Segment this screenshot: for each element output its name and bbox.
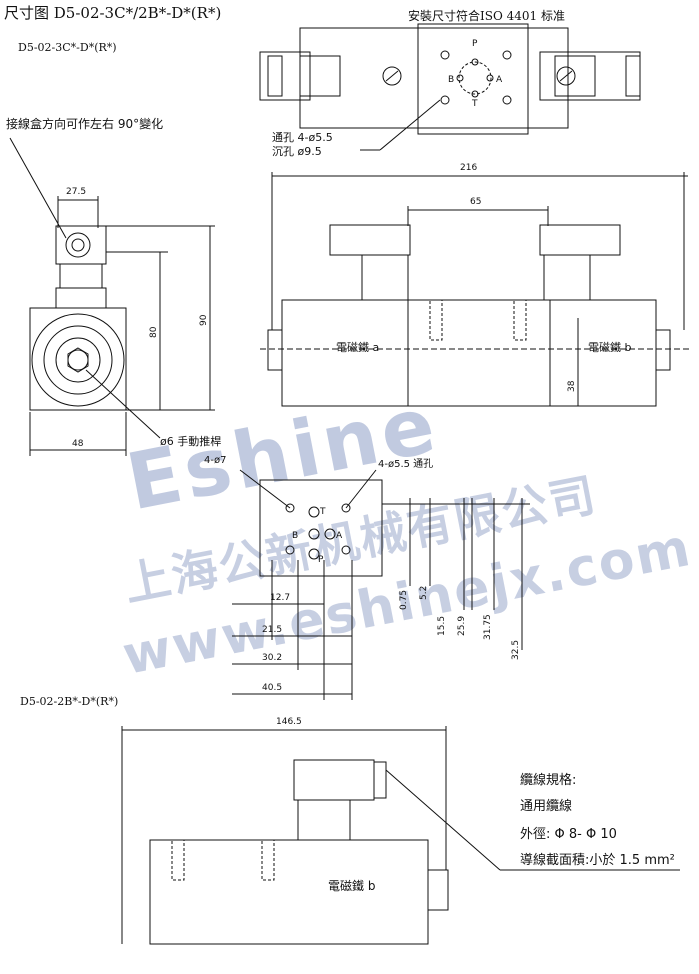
port-pattern xyxy=(232,469,530,700)
dim-65: 65 xyxy=(470,197,482,207)
side-view xyxy=(9,137,215,456)
junction-box-note: 接線盒方向可作左右 90°變化 xyxy=(6,117,164,131)
base-holes-note: 4-ø7 xyxy=(204,455,227,466)
dim-40-5: 40.5 xyxy=(262,683,283,693)
dim-80: 80 xyxy=(149,326,159,338)
cable-spec-title: 纜線規格: xyxy=(520,773,577,788)
dim-21-5: 21.5 xyxy=(262,625,283,635)
top-view xyxy=(259,23,641,151)
cable-spec-type: 通用纜線 xyxy=(520,799,573,814)
model-3c-label: D5-02-3C*-D*(R*) xyxy=(18,41,117,54)
cable-spec-outer-dia: 外徑: Φ 8- Φ 10 xyxy=(520,827,617,842)
port-b-base: B xyxy=(292,531,299,541)
dim-12-7: 12.7 xyxy=(270,593,291,603)
port-b-top: B xyxy=(448,75,455,85)
page-title: 尺寸图 D5-02-3C*/2B*-D*(R*) xyxy=(4,4,222,22)
dim-27-5: 27.5 xyxy=(66,187,87,197)
port-t-base: T xyxy=(320,507,326,517)
port-t-top: T xyxy=(472,99,478,109)
dim-31-75: 31.75 xyxy=(483,614,493,640)
dim-0-75: 0.75 xyxy=(399,589,409,610)
bottom-view xyxy=(121,726,680,945)
solenoid-b-label: 電磁鐵 b xyxy=(588,341,632,354)
dim-146-5: 146.5 xyxy=(276,717,302,727)
dim-15-5: 15.5 xyxy=(437,615,447,636)
standard-note: 安裝尺寸符合ISO 4401 标准 xyxy=(408,9,565,23)
solenoid-b-label-bottom: 電磁鐵 b xyxy=(328,879,376,893)
solenoid-a-label: 電磁鐵 a xyxy=(336,341,380,354)
port-a-top: A xyxy=(496,75,503,85)
model-2b-label: D5-02-2B*-D*(R*) xyxy=(20,695,119,708)
dim-38: 38 xyxy=(567,380,577,392)
dim-5-2: 5.2 xyxy=(419,585,429,600)
dim-32-5: 32.5 xyxy=(511,639,521,660)
port-p-top: P xyxy=(472,39,478,49)
through-hole-note: 通孔 4-ø5.5 xyxy=(272,131,333,144)
counterbore-note: 沉孔 ø9.5 xyxy=(272,145,322,158)
dim-25-9: 25.9 xyxy=(457,615,467,636)
dim-48: 48 xyxy=(72,439,84,449)
manual-pin-note: ø6 手動推桿 xyxy=(160,435,222,448)
cable-spec-cross-section: 導線截面積:小於 1.5 mm² xyxy=(520,853,675,868)
dim-216: 216 xyxy=(460,163,478,173)
dim-90: 90 xyxy=(199,314,209,326)
front-view xyxy=(260,172,690,407)
dim-30-2: 30.2 xyxy=(262,653,283,663)
port-a-base: A xyxy=(336,531,343,541)
port-p-base: P xyxy=(318,555,324,565)
base-through-note: 4-ø5.5 通孔 xyxy=(378,459,434,470)
